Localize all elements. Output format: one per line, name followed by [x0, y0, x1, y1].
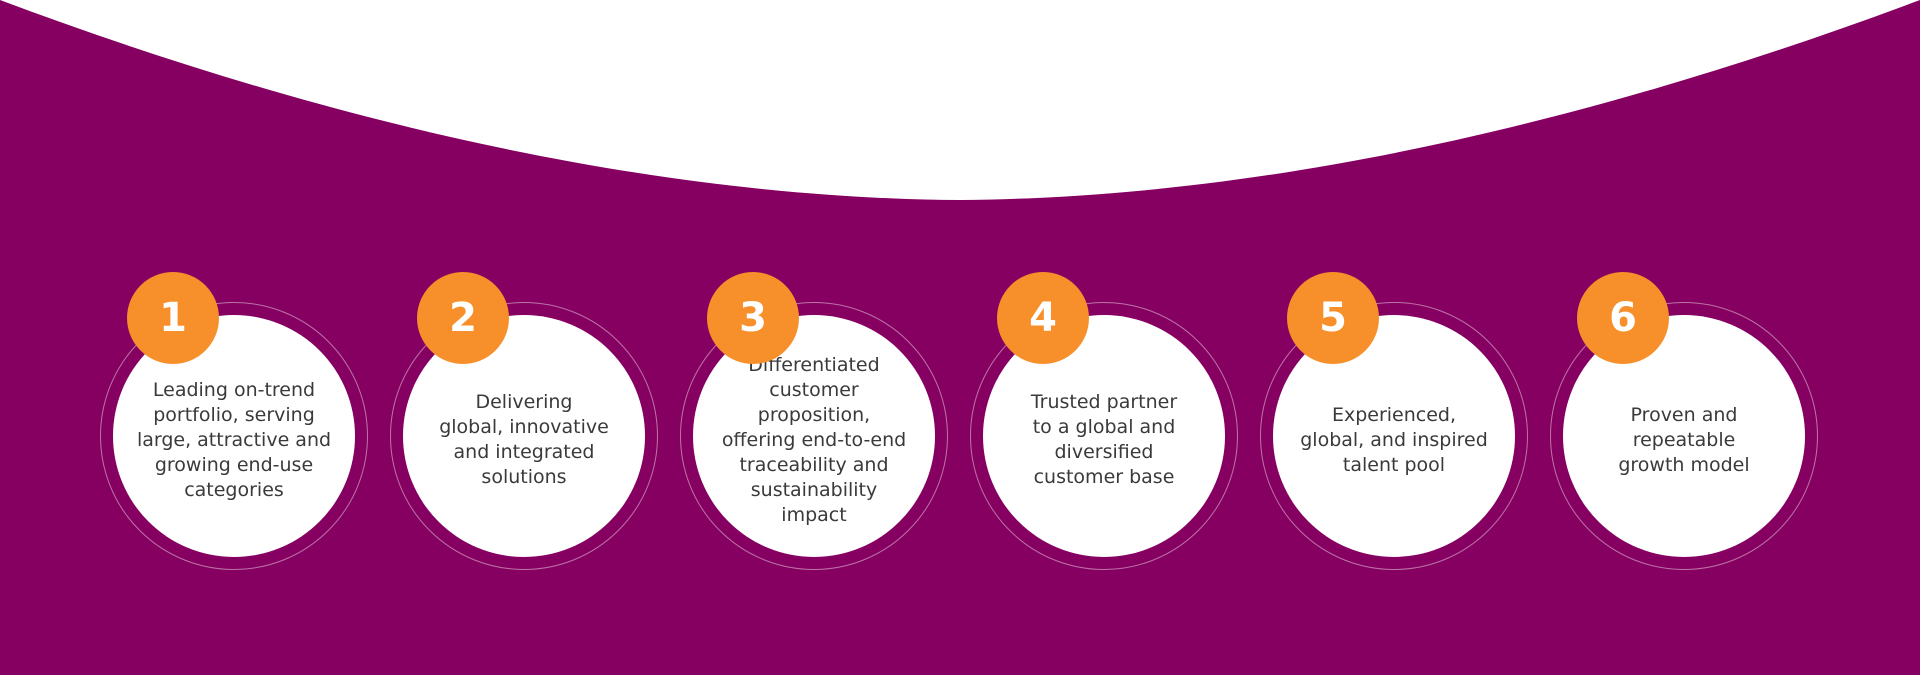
badge-number: 6 [1609, 295, 1637, 341]
feature-label: Proven and repeatable growth model [1618, 403, 1750, 476]
outer-ring [970, 302, 1238, 570]
badge-number: 5 [1319, 295, 1347, 341]
feature-item-2: Delivering global, innovative and integr… [390, 272, 660, 572]
feature-item-5: Experienced, global, and inspired talent… [1260, 272, 1530, 572]
number-badge: 2 [417, 272, 509, 364]
number-badge: 1 [127, 272, 219, 364]
number-badge: 6 [1577, 272, 1669, 364]
badge-number: 3 [739, 295, 767, 341]
feature-label: Delivering global, innovative and integr… [439, 391, 609, 488]
badge-number: 2 [449, 295, 477, 341]
badge-number: 4 [1029, 295, 1057, 341]
feature-label: Trusted partner to a global and diversif… [1030, 391, 1178, 488]
feature-item-6: Proven and repeatable growth model 6 [1550, 272, 1820, 572]
badge-number: 1 [159, 295, 187, 341]
top-white-arc [0, 0, 1920, 200]
feature-label: Experienced, global, and inspired talent… [1300, 403, 1488, 476]
feature-item-3: Differentiated customer proposition, off… [680, 272, 950, 572]
number-badge: 4 [997, 272, 1089, 364]
outer-ring [1550, 302, 1818, 570]
feature-label: Leading on-trend portfolio, serving larg… [136, 378, 332, 501]
outer-ring [100, 302, 368, 570]
number-badge: 5 [1287, 272, 1379, 364]
feature-item-1: Leading on-trend portfolio, serving larg… [100, 272, 370, 572]
number-badge: 3 [707, 272, 799, 364]
feature-label: Differentiated customer proposition, off… [721, 353, 907, 526]
feature-circle: Proven and repeatable growth model [1563, 315, 1805, 557]
outer-ring [680, 302, 948, 570]
feature-item-4: Trusted partner to a global and diversif… [970, 272, 1240, 572]
outer-ring [390, 302, 658, 570]
outer-ring [1260, 302, 1528, 570]
